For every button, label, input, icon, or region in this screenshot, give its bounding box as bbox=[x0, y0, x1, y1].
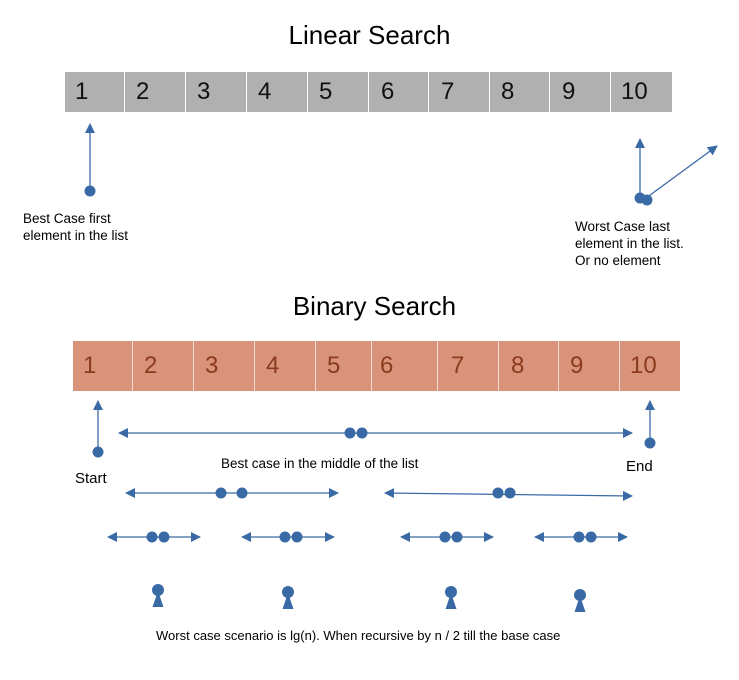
linear-cell: 6 bbox=[369, 72, 429, 112]
linear-cell: 7 bbox=[429, 72, 490, 112]
binary-mid-dot bbox=[356, 427, 368, 439]
binary-array: 1 2 3 4 5 6 7 8 9 10 bbox=[73, 341, 680, 391]
linear-array: 1 2 3 4 5 6 7 8 9 10 bbox=[65, 72, 672, 112]
linear-cell: 2 bbox=[125, 72, 186, 112]
linear-cell: 5 bbox=[308, 72, 369, 112]
binary-mid-dot bbox=[451, 531, 463, 543]
binary-leaf-dot bbox=[445, 586, 457, 598]
binary-cell: 4 bbox=[255, 341, 316, 391]
linear-cell: 10 bbox=[611, 72, 672, 112]
binary-leaf-dot bbox=[574, 589, 586, 601]
linear-cell: 4 bbox=[247, 72, 308, 112]
binary-mid-dot bbox=[492, 487, 504, 499]
binary-mid-dot bbox=[291, 531, 303, 543]
linear-worst-arrow-out bbox=[645, 145, 718, 199]
binary-mid-dot bbox=[215, 487, 227, 499]
binary-leaf-dot bbox=[152, 584, 164, 596]
binary-leaf-marker bbox=[445, 593, 457, 609]
binary-search-title: Binary Search bbox=[292, 291, 457, 321]
binary-mid-dot bbox=[344, 427, 356, 439]
binary-start-label: Start bbox=[75, 470, 107, 487]
binary-end-label: End bbox=[626, 458, 653, 475]
binary-mid-dot bbox=[279, 531, 291, 543]
binary-leaf-marker bbox=[574, 596, 586, 612]
linear-cell: 1 bbox=[65, 72, 125, 112]
linear-best-dot bbox=[84, 185, 96, 197]
binary-cell: 1 bbox=[73, 341, 133, 391]
binary-leaf-marker bbox=[152, 591, 164, 607]
linear-worst-dot bbox=[641, 194, 653, 206]
binary-mid-dot bbox=[146, 531, 158, 543]
binary-mid-dot bbox=[585, 531, 597, 543]
binary-cell: 5 bbox=[316, 341, 372, 391]
binary-mid-dot bbox=[504, 487, 516, 499]
linear-worst-case-note: Worst Case last element in the list. Or … bbox=[575, 219, 684, 268]
binary-end-dot bbox=[644, 437, 656, 449]
binary-mid-dot bbox=[158, 531, 170, 543]
binary-best-case-note: Best case in the middle of the list bbox=[221, 456, 419, 471]
binary-cell: 8 bbox=[499, 341, 559, 391]
binary-mid-dot bbox=[439, 531, 451, 543]
binary-cell: 9 bbox=[559, 341, 620, 391]
linear-cell: 8 bbox=[490, 72, 550, 112]
binary-cell: 3 bbox=[194, 341, 255, 391]
binary-cell: 10 bbox=[620, 341, 680, 391]
binary-cell: 7 bbox=[438, 341, 499, 391]
binary-mid-dot bbox=[573, 531, 585, 543]
linear-cell: 3 bbox=[186, 72, 247, 112]
binary-leaf-dot bbox=[282, 586, 294, 598]
binary-mid-dot bbox=[236, 487, 248, 499]
binary-start-dot bbox=[92, 446, 104, 458]
binary-cell: 2 bbox=[133, 341, 194, 391]
binary-cell: 6 bbox=[372, 341, 438, 391]
linear-cell: 9 bbox=[550, 72, 611, 112]
linear-search-title: Linear Search bbox=[288, 20, 451, 50]
binary-worst-case-note: Worst case scenario is lg(n). When recur… bbox=[156, 628, 561, 643]
binary-leaf-marker bbox=[282, 593, 294, 609]
linear-best-case-note: Best Case first element in the list bbox=[23, 211, 129, 243]
